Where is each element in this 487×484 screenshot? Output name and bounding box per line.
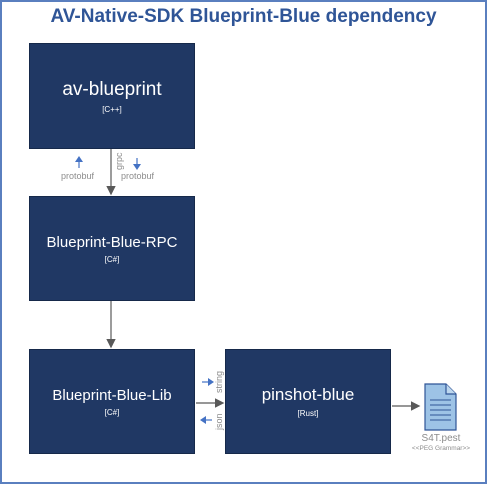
box-blueprint-blue-lib: Blueprint-Blue-Lib [C#] bbox=[29, 349, 195, 454]
box-av-blueprint: av-blueprint [C++] bbox=[29, 43, 195, 149]
edge-label-json: json bbox=[214, 413, 224, 430]
box-lib-name: Blueprint-Blue-Lib bbox=[52, 386, 172, 404]
box-pinshot-name: pinshot-blue bbox=[261, 385, 355, 404]
edge-label-protobuf-right: protobuf bbox=[121, 171, 155, 181]
edge-label-grpc: grpc bbox=[114, 152, 124, 170]
box-av-blueprint-lang: [C++] bbox=[102, 104, 122, 114]
file-name: S4T.pest bbox=[421, 433, 461, 444]
box-pinshot-lang: [Rust] bbox=[297, 409, 319, 418]
edge-label-string: string bbox=[214, 370, 224, 393]
box-rpc-lang: [C#] bbox=[104, 254, 120, 264]
diagram-title: AV-Native-SDK Blueprint-Blue dependency bbox=[50, 6, 437, 27]
box-rpc-name: Blueprint-Blue-RPC bbox=[46, 233, 178, 251]
box-av-blueprint-name: av-blueprint bbox=[62, 78, 162, 100]
box-blueprint-blue-rpc: Blueprint-Blue-RPC [C#] bbox=[29, 196, 195, 301]
box-pinshot-blue: pinshot-blue [Rust] bbox=[225, 349, 391, 454]
document-icon bbox=[424, 383, 457, 431]
edge-label-protobuf-left: protobuf bbox=[61, 171, 95, 181]
file-caption: <<PEG Grammar>> bbox=[411, 445, 471, 452]
box-lib-lang: [C#] bbox=[104, 407, 120, 417]
